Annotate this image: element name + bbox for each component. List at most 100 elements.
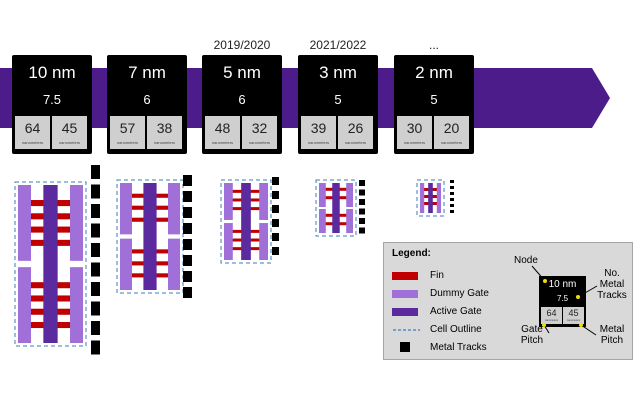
gate-pitch-value: 30 xyxy=(406,120,423,136)
metal-track xyxy=(359,227,365,234)
metal-track-swatch xyxy=(400,342,410,352)
dummy-gate xyxy=(18,267,31,343)
active-gate-swatch xyxy=(392,308,418,316)
dummy-gate xyxy=(346,209,353,233)
metal-pitch-box: 32 nanometers xyxy=(242,116,277,149)
annotation-metal-tracks: No. Metal Tracks xyxy=(597,268,627,301)
gate-pitch-value: 64 xyxy=(24,120,41,136)
metal-pitch-unit: nanometers xyxy=(440,140,463,145)
dummy-gate-swatch xyxy=(392,290,418,298)
metal-track-count: 7.5 xyxy=(42,92,62,107)
legend-label-active-gate: Active Gate xyxy=(430,306,482,317)
cell-outline xyxy=(416,179,445,217)
node-card-10nm: 10 nm 7.5 64 nanometers 45 nanometers xyxy=(12,55,92,154)
metal-track xyxy=(359,180,365,186)
gate-pitch-value: 39 xyxy=(310,120,327,136)
fin-swatch xyxy=(392,272,418,280)
metal-track-count: 6 xyxy=(143,92,151,107)
metal-pitch-unit: nanometers xyxy=(58,140,81,145)
annotation-gate-pitch: Gate Pitch xyxy=(520,324,544,346)
active-gate xyxy=(428,183,433,213)
metal-track xyxy=(91,165,100,179)
metal-track xyxy=(183,191,192,202)
gate-pitch-box: 30 nanometers xyxy=(397,116,432,149)
metal-track xyxy=(91,184,100,199)
active-gate xyxy=(143,183,157,290)
metal-track xyxy=(91,282,100,296)
gate-pitch-box: 64 nanometers xyxy=(15,116,50,149)
legend-label-metal-tracks: Metal Tracks xyxy=(430,342,487,353)
dummy-gate xyxy=(319,183,326,207)
key-gate-pitch-box: 64 nanometers xyxy=(541,307,562,324)
key-node: 10 nm xyxy=(548,279,577,290)
metal-track xyxy=(183,223,192,234)
year-label-3nm: 2021/2022 xyxy=(309,38,367,52)
dummy-gate xyxy=(120,238,132,290)
dummy-gate xyxy=(120,183,132,235)
active-gate xyxy=(241,183,251,260)
gate-pitch-unit: nanometers xyxy=(403,140,426,145)
node-name: 5 nm xyxy=(223,63,261,82)
metal-track-count: 5 xyxy=(430,92,438,107)
metal-pitch-value: 26 xyxy=(347,120,364,136)
node-name: 3 nm xyxy=(319,63,357,82)
metal-track xyxy=(450,204,454,207)
dummy-gate xyxy=(319,209,326,233)
metal-track xyxy=(183,255,192,266)
metal-track xyxy=(91,223,100,238)
legend-panel: Legend: Fin Dummy Gate Active Gate Cell … xyxy=(383,242,633,360)
cell-outline-swatch xyxy=(393,329,420,331)
gate-pitch-unit: nanometers xyxy=(211,140,234,145)
metal-pitch-value: 45 xyxy=(61,120,78,136)
dummy-gate xyxy=(18,185,31,261)
key-gate-pitch-unit: nanometers xyxy=(544,319,559,322)
metal-pitch-box: 26 nanometers xyxy=(338,116,373,149)
dummy-gate xyxy=(346,183,353,207)
metal-pitch-box: 38 nanometers xyxy=(147,116,182,149)
annotation-metal-pitch: Metal Pitch xyxy=(599,324,625,346)
gate-pitch-value: 48 xyxy=(214,120,231,136)
dummy-gate xyxy=(168,238,180,290)
metal-track xyxy=(359,189,365,196)
metal-track xyxy=(183,239,192,250)
metal-track xyxy=(91,243,100,257)
annotation-node: Node xyxy=(514,255,538,266)
active-gate xyxy=(43,185,58,343)
metal-track xyxy=(359,208,365,215)
dummy-gate xyxy=(168,183,180,235)
metal-track xyxy=(183,175,192,186)
node-name: 2 nm xyxy=(415,63,453,82)
metal-track xyxy=(91,321,100,335)
metal-pitch-value: 20 xyxy=(443,120,460,136)
key-gate-pitch: 64 xyxy=(546,308,557,318)
metal-track xyxy=(450,210,454,213)
metal-track xyxy=(183,271,192,282)
metal-track xyxy=(272,177,279,185)
dummy-gate xyxy=(70,267,83,343)
dummy-gate xyxy=(70,185,83,261)
gate-pitch-box: 48 nanometers xyxy=(205,116,240,149)
dummy-gate xyxy=(436,183,441,213)
node-name: 10 nm xyxy=(28,63,76,82)
metal-track xyxy=(359,199,365,205)
legend-label-cell-outline: Cell Outline xyxy=(430,324,482,335)
metal-track xyxy=(359,218,365,224)
metal-track xyxy=(183,207,192,218)
metal-track xyxy=(450,180,454,183)
metal-pitch-unit: nanometers xyxy=(344,140,367,145)
annotation-dot xyxy=(576,295,580,299)
metal-pitch-unit: nanometers xyxy=(248,140,271,145)
gate-pitch-box: 57 nanometers xyxy=(110,116,145,149)
metal-pitch-box: 45 nanometers xyxy=(52,116,87,149)
legend-key-card: 10 nm 7.5 64 nanometers 45 nanometers xyxy=(539,276,586,327)
metal-track xyxy=(91,262,100,277)
metal-track xyxy=(272,247,279,255)
metal-pitch-value: 32 xyxy=(251,120,268,136)
metal-track xyxy=(450,192,454,195)
gate-pitch-box: 39 nanometers xyxy=(301,116,336,149)
metal-track xyxy=(91,204,100,218)
metal-track xyxy=(450,198,454,201)
annotation-dot xyxy=(579,323,583,327)
key-metal-pitch: 45 xyxy=(568,308,579,318)
